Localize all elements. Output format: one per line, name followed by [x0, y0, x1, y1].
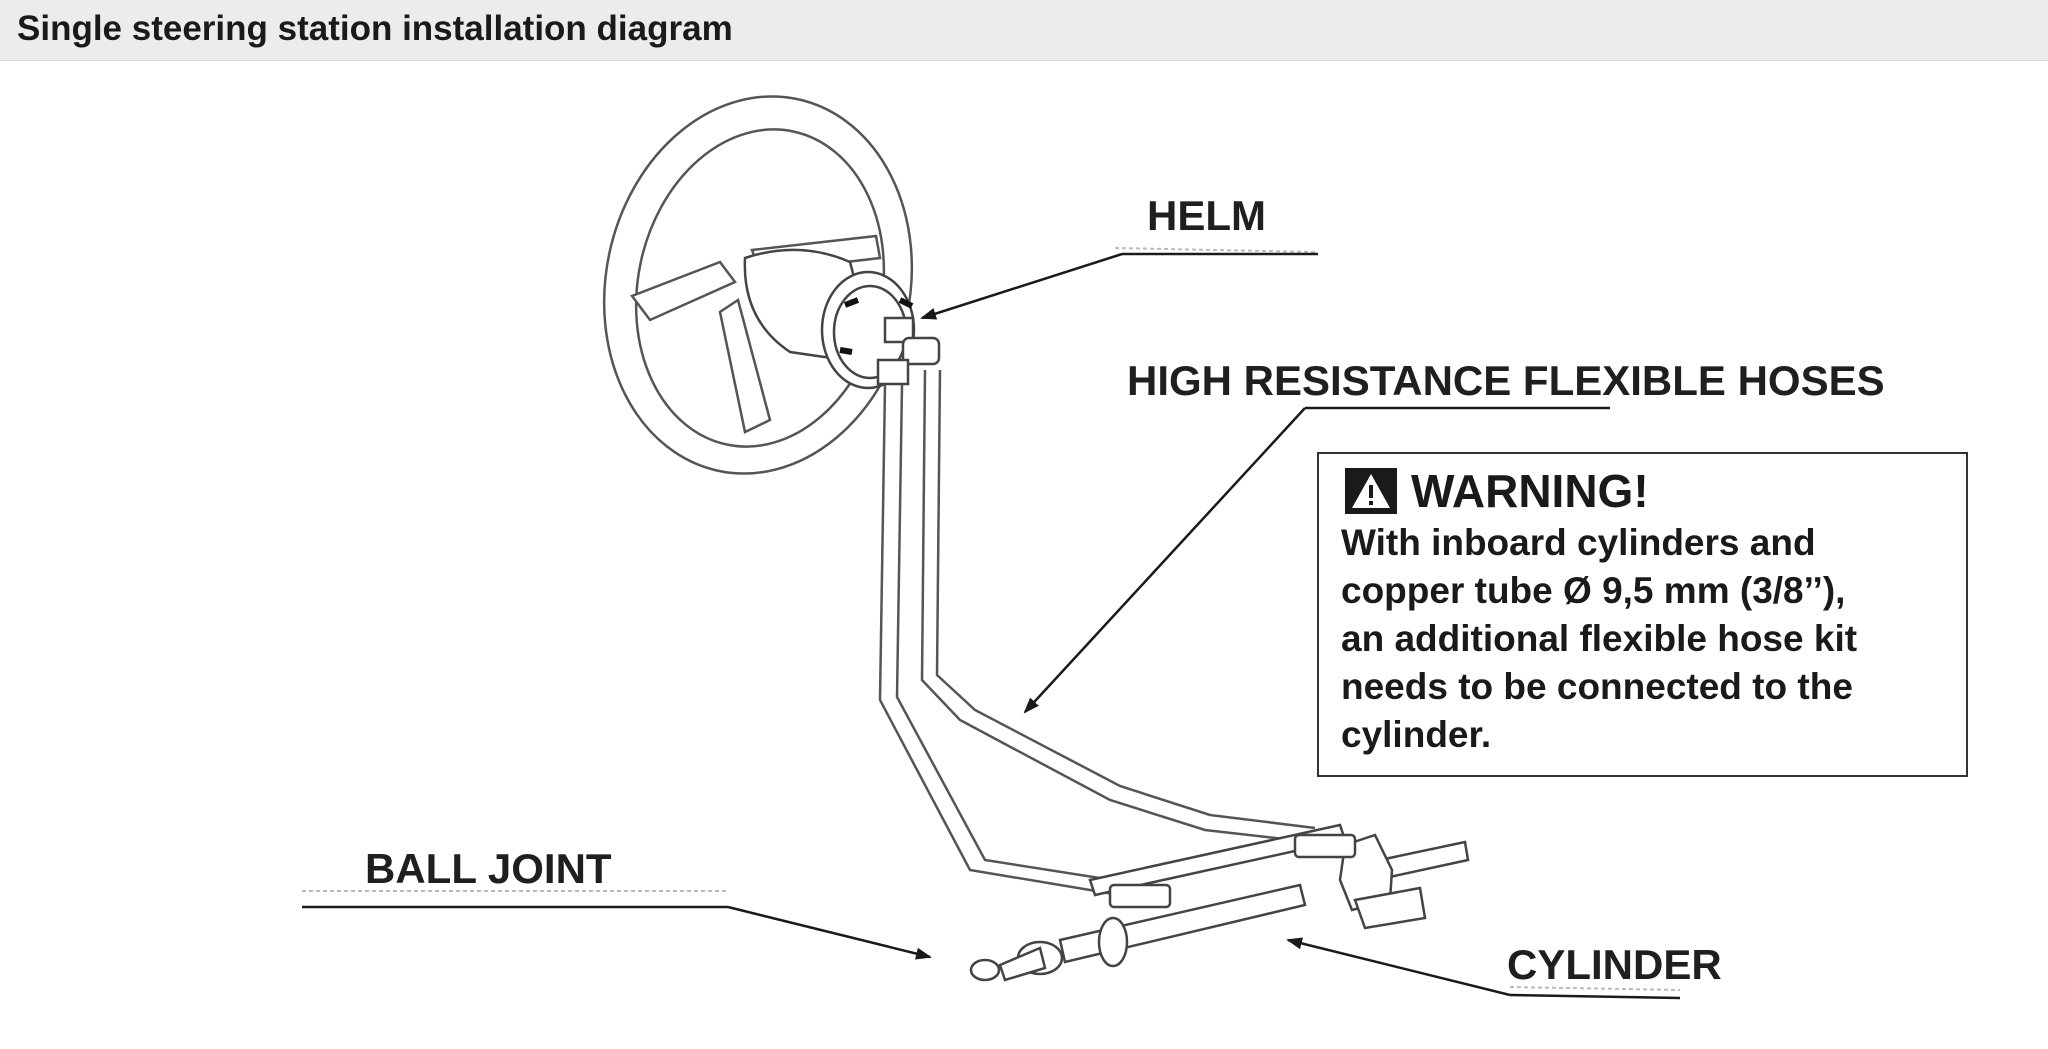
cylinder-leader: [1286, 937, 1681, 1000]
warning-line: copper tube Ø 9,5 mm (3/8’’),: [1341, 570, 1846, 611]
warning-text: With inboard cylinders and copper tube Ø…: [1341, 519, 1951, 759]
hoses-label: HIGH RESISTANCE FLEXIBLE HOSES: [1127, 357, 1885, 404]
hydraulic-cylinder: [969, 823, 1470, 982]
ball-joint-label: BALL JOINT: [365, 845, 612, 892]
ball-joint-leader: [302, 890, 932, 960]
helm-leader: [920, 247, 1318, 320]
warning-title: WARNING!: [1411, 465, 1649, 517]
cylinder-label: CYLINDER: [1507, 941, 1722, 988]
warning-line: cylinder.: [1341, 714, 1492, 755]
helm-unit: [743, 248, 941, 390]
page-title: Single steering station installation dia…: [17, 9, 733, 48]
warning-triangle-icon: [1345, 468, 1397, 514]
title-bar: Single steering station installation dia…: [0, 0, 2048, 61]
warning-box: WARNING! With inboard cylinders and copp…: [1317, 452, 1968, 777]
warning-header: WARNING!: [1345, 464, 1649, 518]
hoses-leader: [1023, 406, 1610, 714]
helm-label: HELM: [1147, 192, 1266, 239]
warning-line: an additional flexible hose kit: [1341, 618, 1858, 659]
warning-line: needs to be connected to the: [1341, 666, 1853, 707]
warning-line: With inboard cylinders and: [1341, 522, 1816, 563]
flexible-hoses: [878, 369, 1316, 897]
